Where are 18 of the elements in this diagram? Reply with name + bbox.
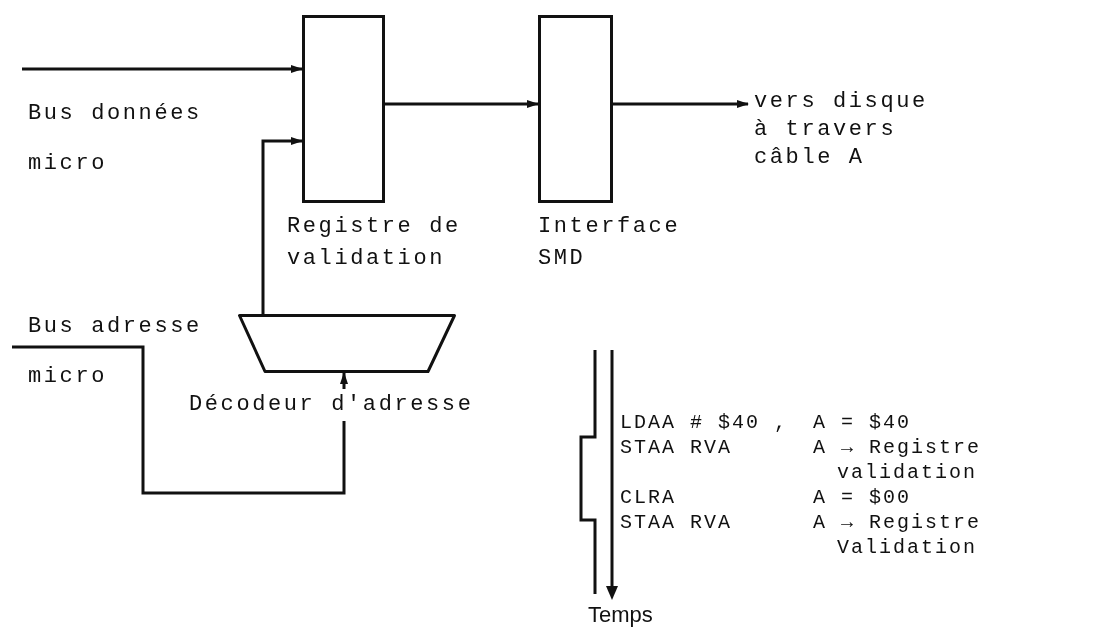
- axis-label: Temps: [588, 602, 653, 627]
- code-line: STAA RVA: [620, 435, 732, 460]
- code-line: A = $40: [813, 410, 911, 435]
- arrow: [613, 100, 749, 108]
- arrow: [22, 65, 303, 73]
- code-line: A → Registre validation: [813, 435, 983, 485]
- destination-label: vers disque à travers câble A: [748, 88, 938, 172]
- code-line: A = $00: [813, 485, 911, 510]
- code-line: A → Registre Validation: [813, 510, 983, 560]
- code-line: CLRA: [620, 485, 676, 510]
- interface-label: Interface SMD: [538, 213, 682, 273]
- register-label: Registre de validation: [287, 213, 462, 273]
- arrow: [12, 345, 348, 495]
- bus-label: Bus données micro: [22, 69, 232, 189]
- code-line: STAA RVA: [620, 510, 732, 535]
- arrow: [385, 100, 539, 108]
- arrow: [261, 137, 303, 314]
- code-line: LDAA # $40 ,: [620, 410, 789, 435]
